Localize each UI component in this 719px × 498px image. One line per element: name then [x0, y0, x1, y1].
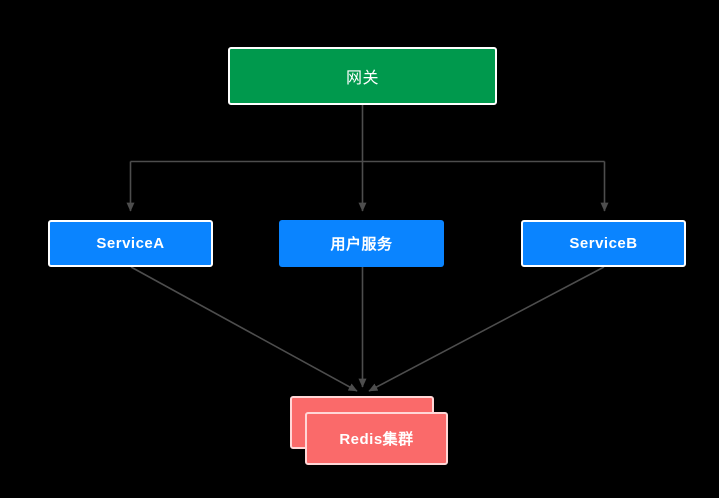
edge-service-b-to-redis: [368, 266, 605, 392]
edge-service-a-to-redis: [130, 266, 358, 392]
node-service-b[interactable]: ServiceB: [521, 220, 686, 267]
node-service-a[interactable]: ServiceA: [48, 220, 213, 267]
node-redis-cluster-front[interactable]: Redis集群: [305, 412, 448, 465]
node-user-service[interactable]: 用户服务: [279, 220, 444, 267]
node-gateway[interactable]: 网关: [228, 47, 497, 105]
